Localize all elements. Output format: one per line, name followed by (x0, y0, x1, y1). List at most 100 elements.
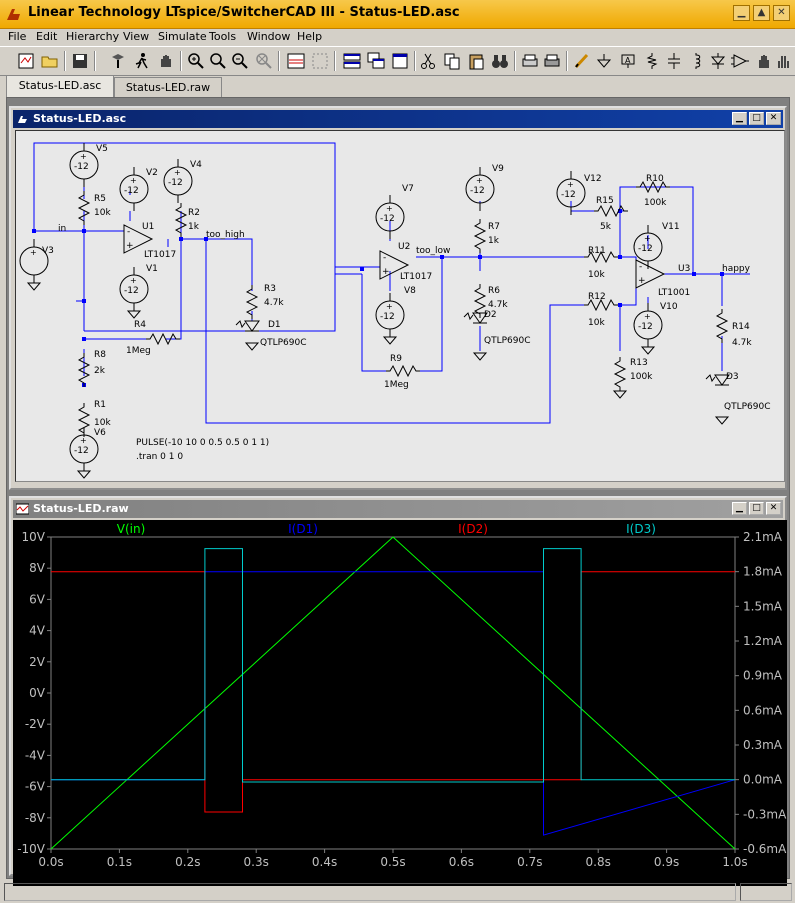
pan-icon[interactable] (208, 51, 228, 71)
close-all-icon[interactable] (390, 51, 410, 71)
series-line (51, 548, 735, 783)
schematic-maximize-button[interactable]: □ (749, 112, 764, 125)
new-schematic-icon[interactable] (16, 51, 36, 71)
label-v11: V11 (662, 222, 680, 232)
capacitor-icon[interactable] (664, 51, 684, 71)
schematic-window-icon (18, 116, 27, 123)
schematic-window-titlebar[interactable]: Status-LED.asc ▁ □ ✕ (13, 110, 783, 128)
open-folder-icon[interactable] (40, 51, 60, 71)
label-net-icon[interactable]: A (618, 51, 638, 71)
menu-tools[interactable]: Tools (209, 30, 237, 43)
x-tick-label: 0.3s (244, 855, 269, 869)
x-tick-label: 0.4s (312, 855, 337, 869)
ground-icon[interactable] (594, 51, 614, 71)
ltspice-logo-icon (7, 9, 20, 20)
move-hand-icon[interactable] (754, 51, 774, 71)
waveform-maximize-button[interactable]: □ (749, 502, 764, 515)
cascade-icon[interactable] (366, 51, 386, 71)
label-u2: U2 (398, 242, 410, 252)
label-v10-value: -12 (638, 322, 653, 332)
run-icon[interactable] (132, 51, 152, 71)
legend-entry: I(D2) (458, 522, 488, 536)
zoom-fit-icon[interactable] (254, 51, 274, 71)
schematic-window-title: Status-LED.asc (33, 112, 127, 125)
schematic-window[interactable]: Status-LED.asc ▁ □ ✕ + -+ (9, 106, 787, 490)
label-v6-value: -12 (74, 446, 89, 456)
x-tick-label: 0.0s (38, 855, 63, 869)
label-d3-value: QTLP690C (724, 402, 771, 412)
paste-icon[interactable] (466, 51, 486, 71)
menu-window[interactable]: Window (247, 30, 291, 43)
tab-status-led-asc[interactable]: Status-LED.asc (6, 75, 114, 97)
cut-icon[interactable] (418, 51, 438, 71)
menu-file[interactable]: File (8, 30, 27, 43)
x-tick-label: 0.1s (107, 855, 132, 869)
label-r8: R8 (94, 350, 106, 360)
control-panel-icon[interactable] (108, 51, 128, 71)
label-r7: R7 (488, 222, 500, 232)
menu-help[interactable]: Help (297, 30, 323, 43)
resistor-icon[interactable] (642, 51, 662, 71)
y-right-tick-label: 0.6mA (743, 703, 783, 717)
label-lt1001: LT1001 (658, 288, 690, 298)
label-r3-value: 4.7k (264, 298, 284, 308)
document-tabs: Status-LED.asc Status-LED.raw (0, 75, 795, 98)
schematic-drawing: + -+ (19, 142, 771, 479)
save-icon[interactable] (70, 51, 90, 71)
print-icon[interactable] (542, 51, 562, 71)
menu-view[interactable]: View (123, 30, 150, 43)
label-v1-value: -12 (124, 286, 139, 296)
schematic-canvas[interactable]: + -+ (15, 130, 785, 482)
app-title: Linear Technology LTspice/SwitcherCAD II… (28, 5, 460, 20)
label-r6-value: 4.7k (488, 300, 508, 310)
find-binoculars-icon[interactable] (490, 51, 510, 71)
copy-icon[interactable] (442, 51, 462, 71)
label-d1-value: QTLP690C (260, 338, 307, 348)
zoom-in-icon[interactable] (186, 51, 206, 71)
app-titlebar[interactable]: Linear Technology LTspice/SwitcherCAD II… (0, 0, 795, 29)
minimize-button[interactable]: ▁ (733, 5, 750, 21)
x-tick-label: 0.9s (654, 855, 679, 869)
y-right-tick-label: 0.9mA (743, 669, 783, 683)
label-r7-value: 1k (488, 236, 500, 246)
label-v5: V5 (96, 144, 108, 154)
drag-hand-icon[interactable] (774, 51, 794, 71)
label-lt1017-u1: LT1017 (144, 250, 176, 260)
inductor-icon[interactable] (686, 51, 706, 71)
y-left-tick-label: 2V (29, 655, 46, 669)
autorange-icon[interactable] (310, 51, 330, 71)
halt-hand-icon[interactable] (156, 51, 176, 71)
label-v9-value: -12 (470, 186, 485, 196)
waveform-window[interactable]: Status-LED.raw ▁ □ ✕ V(in)I(D1)I(D2)I(D3… (9, 496, 787, 886)
y-left-tick-label: 0V (29, 686, 46, 700)
diode-icon[interactable] (708, 51, 728, 71)
tile-horizontal-icon[interactable] (342, 51, 362, 71)
print-preview-icon[interactable] (520, 51, 540, 71)
waveform-close-button[interactable]: ✕ (766, 502, 781, 515)
waveform-minimize-button[interactable]: ▁ (732, 502, 747, 515)
series-line (50, 536, 736, 850)
label-d1: D1 (268, 320, 281, 330)
component-icon[interactable] (730, 51, 750, 71)
series-line (51, 571, 735, 813)
draw-wire-icon[interactable] (572, 51, 592, 71)
menu-hierarchy[interactable]: Hierarchy (66, 30, 120, 43)
maximize-button[interactable]: ▲ (753, 5, 770, 21)
schematic-close-button[interactable]: ✕ (766, 112, 781, 125)
close-button[interactable]: ✕ (773, 5, 790, 21)
waveform-window-titlebar[interactable]: Status-LED.raw ▁ □ ✕ (13, 500, 783, 518)
label-v7: V7 (402, 184, 414, 194)
menu-edit[interactable]: Edit (36, 30, 58, 43)
waveform-icon[interactable] (286, 51, 306, 71)
y-left-tick-label: 10V (22, 530, 46, 544)
zoom-out-icon[interactable] (230, 51, 250, 71)
schematic-minimize-button[interactable]: ▁ (732, 112, 747, 125)
net-happy: happy (722, 264, 751, 274)
label-lt1017-u2: LT1017 (400, 272, 432, 282)
net-in: in (58, 224, 66, 234)
tab-status-led-raw[interactable]: Status-LED.raw (114, 77, 222, 97)
legend-entry: I(D3) (626, 522, 656, 536)
menu-simulate[interactable]: Simulate (158, 30, 207, 43)
label-r12: R12 (588, 292, 606, 302)
